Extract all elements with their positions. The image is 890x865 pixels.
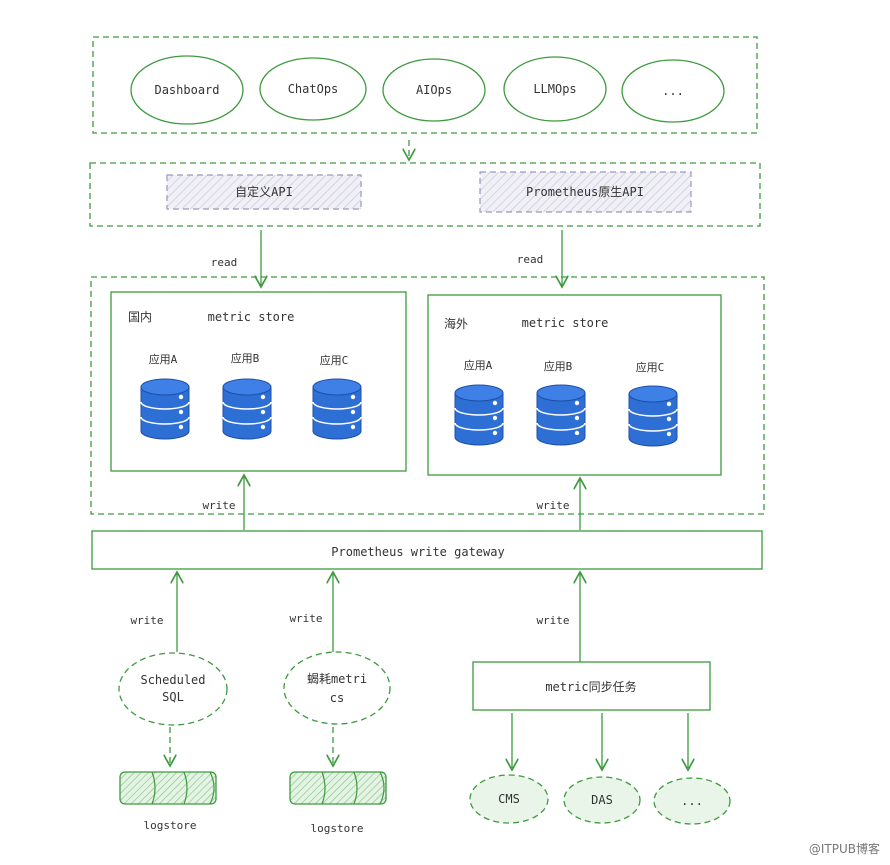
native-api-box[interactable] <box>479 171 692 213</box>
store-label: metric store <box>208 310 295 324</box>
client-label: AIOps <box>416 83 452 97</box>
app-label: 应用A <box>464 358 493 372</box>
metric-sync-task[interactable] <box>472 661 711 711</box>
write-label: write <box>202 499 235 512</box>
custom-api-box[interactable] <box>166 174 362 210</box>
metric-store-container <box>90 276 765 515</box>
app-label: 应用C <box>320 353 349 367</box>
client-chatops[interactable] <box>259 57 367 121</box>
write-label: write <box>536 499 569 512</box>
database-icon[interactable] <box>628 385 678 447</box>
app-label: 应用C <box>636 360 665 374</box>
region-name: 海外 <box>444 316 468 331</box>
metrics-op[interactable] <box>283 651 391 725</box>
write-gateway[interactable] <box>91 530 763 570</box>
custom-api-label: 自定义API <box>235 184 293 199</box>
logstore-icon[interactable] <box>119 771 217 805</box>
api-container <box>89 162 761 227</box>
database-icon[interactable] <box>536 384 586 446</box>
target-das[interactable] <box>563 776 641 824</box>
client-more[interactable] <box>621 59 725 123</box>
region-domestic <box>110 291 407 472</box>
logstore-label: logstore <box>311 822 364 835</box>
store-label: metric store <box>522 316 609 330</box>
scheduled-sql[interactable] <box>118 652 228 726</box>
database-icon[interactable] <box>454 384 504 446</box>
gateway-label: Prometheus write gateway <box>331 545 504 559</box>
app-label: 应用A <box>149 352 178 366</box>
region-name: 国内 <box>128 310 152 324</box>
logstore-icon[interactable] <box>289 771 387 805</box>
target-more[interactable] <box>653 777 731 825</box>
watermark: @ITPUB博客 <box>808 842 880 856</box>
logstore-label: logstore <box>144 819 197 832</box>
client-dashboard[interactable] <box>130 55 244 125</box>
write-label: write <box>536 614 569 627</box>
target-label: DAS <box>591 793 613 807</box>
client-aiops[interactable] <box>382 58 486 122</box>
client-llmops[interactable] <box>503 56 607 122</box>
clients-container <box>92 36 758 134</box>
database-icon[interactable] <box>140 378 190 440</box>
source-label: 蝎耗metri <box>307 672 367 686</box>
source-label: Scheduled <box>140 673 205 687</box>
app-label: 应用B <box>544 359 573 373</box>
client-label: ... <box>662 84 684 98</box>
client-label: ChatOps <box>288 82 339 96</box>
region-overseas <box>427 294 722 476</box>
source-label: cs <box>330 691 344 705</box>
client-label: Dashboard <box>154 83 219 97</box>
target-label: ... <box>681 794 703 808</box>
write-label: write <box>289 612 322 625</box>
read-label: read <box>517 253 544 266</box>
sync-task-label: metric同步任务 <box>545 679 636 694</box>
target-label: CMS <box>498 792 520 806</box>
write-label: write <box>130 614 163 627</box>
source-label: SQL <box>162 690 184 704</box>
client-ellipses: Dashboard ChatOps AIOps LLMOps ... <box>130 55 725 125</box>
read-label: read <box>211 256 238 269</box>
database-icon[interactable] <box>312 378 362 440</box>
app-label: 应用B <box>231 351 260 365</box>
client-label: LLMOps <box>533 82 576 96</box>
target-cms[interactable] <box>469 774 549 824</box>
database-icon[interactable] <box>222 378 272 440</box>
native-api-label: Prometheus原生API <box>526 185 644 199</box>
